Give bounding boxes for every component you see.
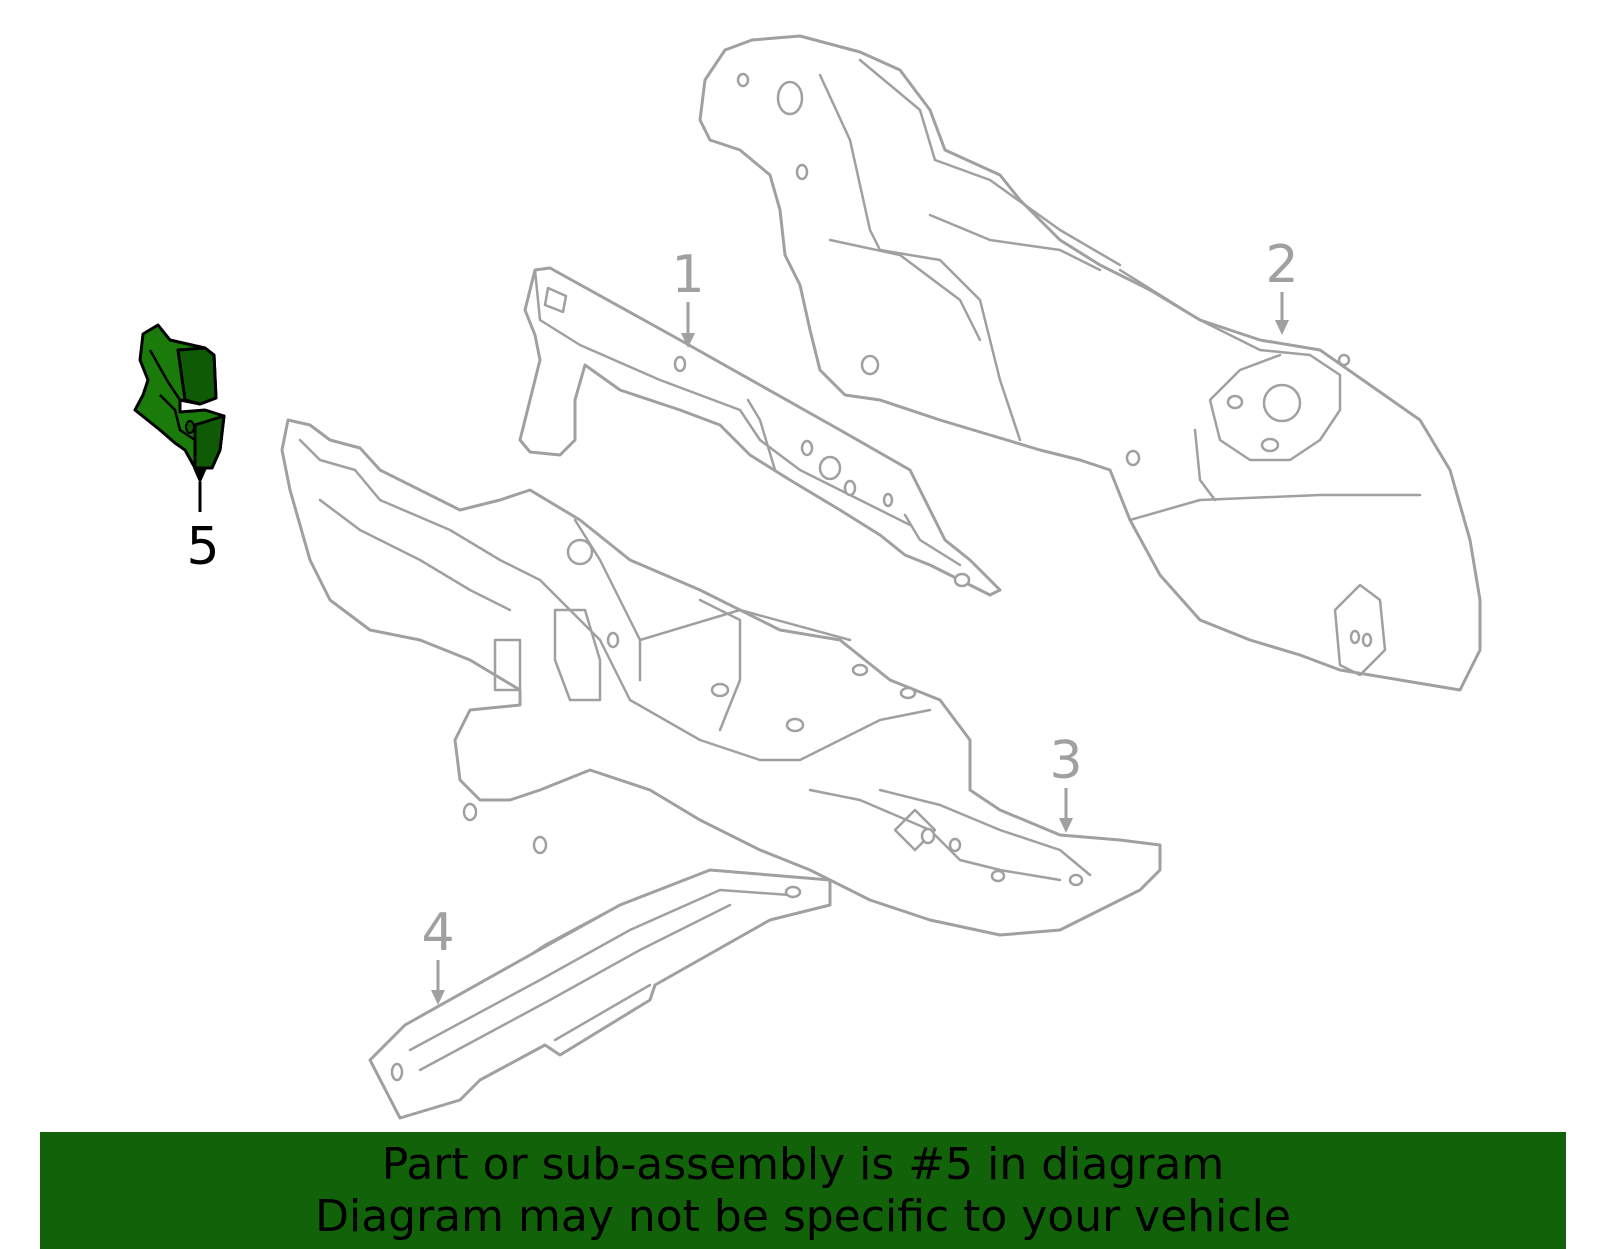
part-3-heat-shield[interactable] xyxy=(280,418,1162,937)
callout-4-number: 4 xyxy=(421,903,454,963)
callout-3-arrowhead xyxy=(1059,818,1073,833)
callout-4: 4 xyxy=(421,903,455,1005)
part-2-heat-shield[interactable] xyxy=(698,34,1482,692)
part-5-highlighted[interactable] xyxy=(133,323,226,470)
callout-2-arrowhead xyxy=(1275,320,1289,335)
callout-3: 3 xyxy=(1049,731,1083,833)
callout-4-arrowhead xyxy=(431,990,445,1005)
part-1-bracket[interactable] xyxy=(518,266,1002,597)
callout-2: 2 xyxy=(1265,235,1299,335)
info-banner: Part or sub-assembly is #5 in diagram Di… xyxy=(40,1132,1566,1249)
callout-1-arrowhead xyxy=(681,333,695,348)
banner-disclaimer: Diagram may not be specific to your vehi… xyxy=(315,1190,1291,1242)
callout-5: 5 xyxy=(186,468,220,577)
part-4-shield[interactable] xyxy=(368,868,832,1120)
banner-part-note: Part or sub-assembly is #5 in diagram xyxy=(381,1138,1225,1190)
callout-1: 1 xyxy=(671,245,705,348)
callout-3-number: 3 xyxy=(1049,731,1082,791)
callout-2-number: 2 xyxy=(1265,235,1298,295)
callout-5-number: 5 xyxy=(186,517,219,577)
callout-1-number: 1 xyxy=(671,245,704,305)
callout-5-arrowhead xyxy=(193,468,207,484)
